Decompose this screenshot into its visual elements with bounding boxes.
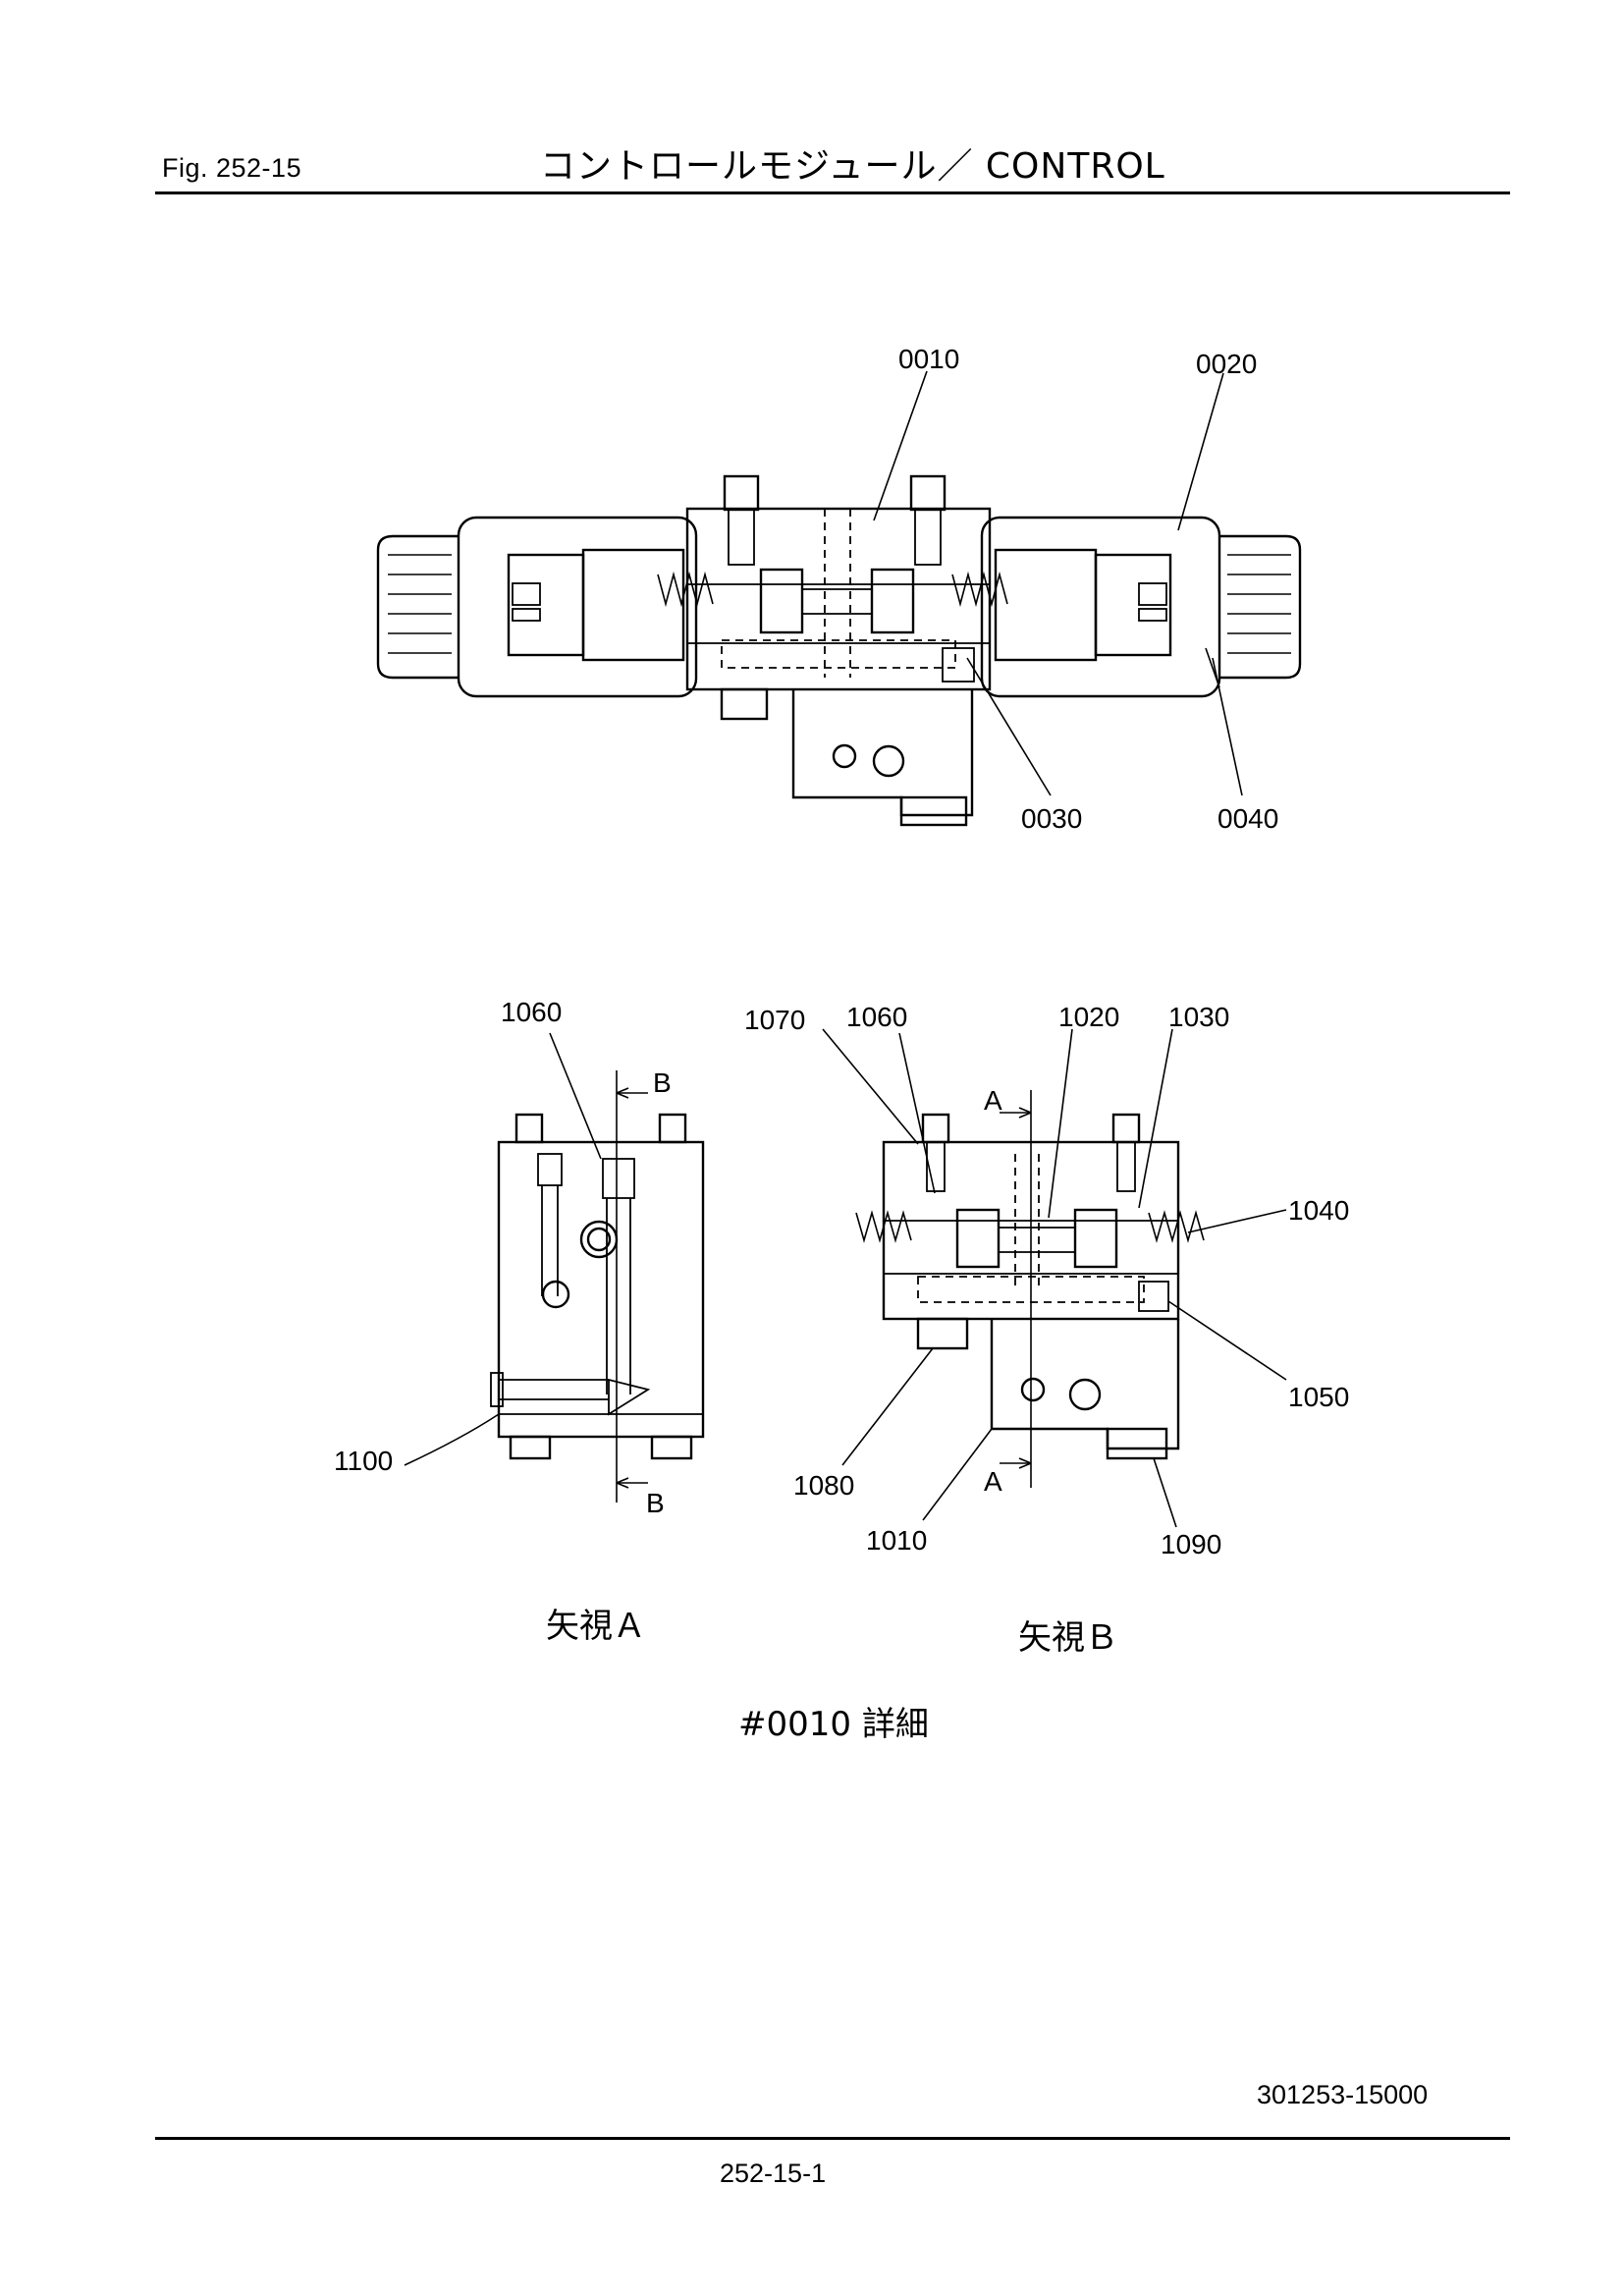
detail-view-labels: 1060 1070 1060 1020 1030 1040 1050 1100 …	[334, 997, 1349, 1559]
document-number: 301253-15000	[1257, 2080, 1429, 2109]
label-0030: 0030	[1021, 803, 1082, 834]
label-1020: 1020	[1058, 1002, 1119, 1032]
footer-rule	[155, 2137, 1510, 2140]
left-knob	[376, 534, 459, 680]
view-a-caption: 矢視Ａ	[546, 1607, 646, 1646]
label-1040: 1040	[1288, 1195, 1349, 1226]
left-solenoid	[457, 516, 698, 698]
page-number: 252-15-1	[720, 2159, 827, 2188]
view-b-drawing	[822, 1028, 1287, 1528]
label-0040: 0040	[1217, 803, 1278, 834]
section-marker-b-bottom: B	[646, 1488, 665, 1518]
label-1010: 1010	[866, 1525, 927, 1556]
label-1100: 1100	[334, 1446, 393, 1476]
label-0020: 0020	[1196, 349, 1257, 379]
label-1080: 1080	[793, 1470, 854, 1501]
detail-caption: #0010 詳細	[738, 1705, 929, 1744]
label-1090: 1090	[1161, 1529, 1221, 1559]
view-a-body	[497, 1140, 705, 1439]
mounting-base	[791, 689, 974, 817]
label-0010: 0010	[898, 344, 959, 374]
label-1060-view-b: 1060	[846, 1002, 907, 1032]
section-marker-a-bottom: A	[984, 1466, 1002, 1497]
figure-number: Fig. 252-15	[162, 153, 302, 183]
header-rule	[155, 191, 1510, 194]
label-1050: 1050	[1288, 1382, 1349, 1412]
page-title: コントロールモジュール／ CONTROL	[540, 146, 1165, 187]
label-1060-view-a: 1060	[501, 997, 562, 1027]
view-a-drawing	[404, 1032, 705, 1503]
main-valve-view	[376, 370, 1302, 827]
view-b-caption: 矢視Ｂ	[1018, 1618, 1118, 1658]
right-knob	[1219, 534, 1302, 680]
valve-body	[685, 507, 992, 691]
label-1030: 1030	[1168, 1002, 1229, 1032]
right-solenoid	[980, 516, 1221, 698]
section-marker-b-top: B	[653, 1067, 672, 1098]
label-1070: 1070	[744, 1005, 805, 1035]
section-marker-a-top: A	[984, 1085, 1002, 1116]
main-view-labels: 0010 0020 0030 0040	[898, 344, 1278, 834]
